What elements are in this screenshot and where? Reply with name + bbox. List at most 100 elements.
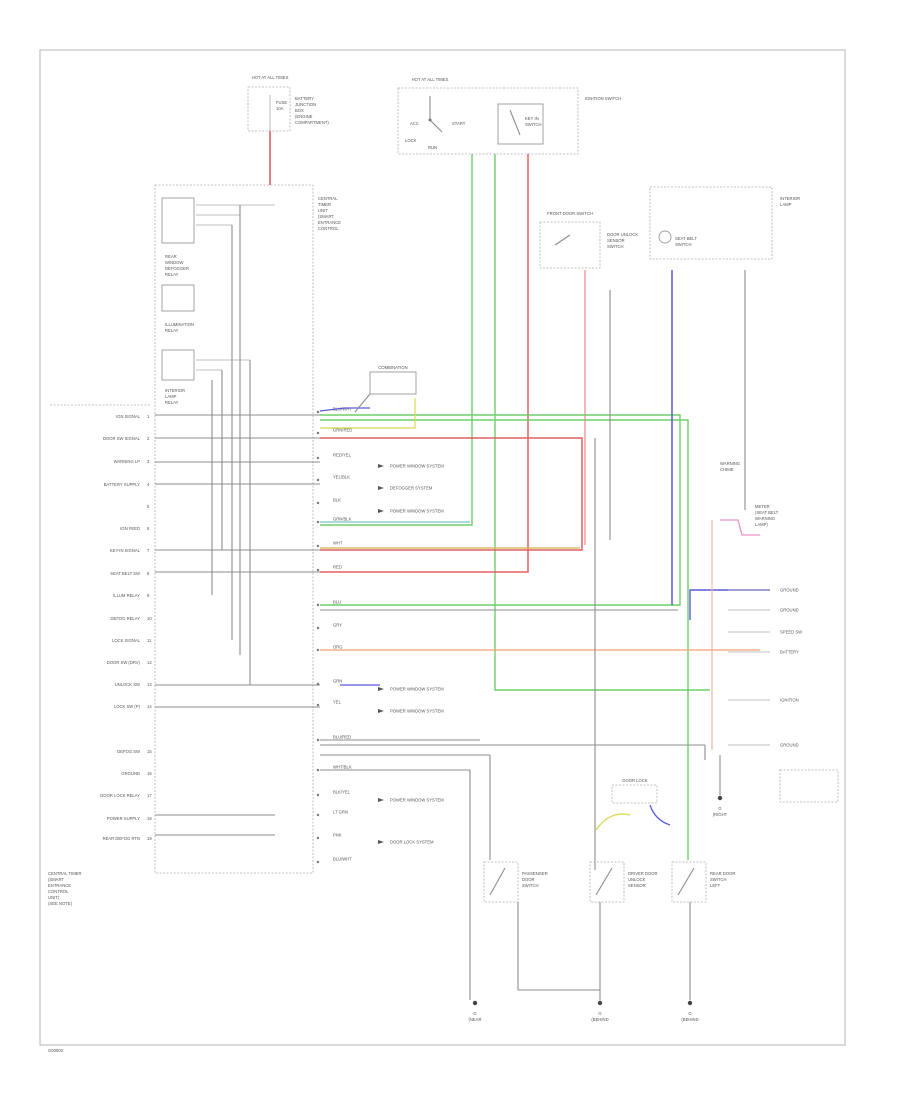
tcm-pin-number: 17 <box>147 793 152 798</box>
svg-text:LAMP: LAMP <box>165 394 177 399</box>
wire-code: BLU/WHT <box>333 857 352 862</box>
svg-text:DOOR UNLOCK: DOOR UNLOCK <box>607 232 638 237</box>
svg-text:KEY IN: KEY IN <box>525 116 539 121</box>
ground-wires <box>472 755 723 1006</box>
svg-text:G: G <box>473 1011 476 1016</box>
svg-text:REAR: REAR <box>165 254 177 259</box>
wire-code: LT GRN <box>333 810 348 815</box>
tcm-pin-label: LOCK SW (P) <box>114 704 141 709</box>
wire-code: GRY <box>333 623 342 628</box>
arrow-icon <box>378 486 384 490</box>
svg-text:RUN: RUN <box>428 145 437 150</box>
connector-pin <box>316 703 320 707</box>
tcm-pin-number: 10 <box>147 616 152 621</box>
svg-text:(BEHIND: (BEHIND <box>591 1017 608 1022</box>
tcm-pin-number: 18 <box>147 816 152 821</box>
tcm-pin-number: 4 <box>147 482 150 487</box>
right-connector-label: GROUND <box>780 743 799 748</box>
svg-text:REAR DOOR: REAR DOOR <box>710 871 735 876</box>
connector-pin <box>316 456 320 460</box>
svg-text:METER: METER <box>755 504 770 509</box>
svg-text:FRONT DOOR SWITCH: FRONT DOOR SWITCH <box>547 211 593 216</box>
tcm-pin-label: ILLUM RELAY <box>113 593 140 598</box>
tcm-pin-label: DEFOG RELAY <box>111 616 141 621</box>
svg-text:DEFOGGER: DEFOGGER <box>165 266 189 271</box>
svg-text:COMBINATION: COMBINATION <box>378 365 407 370</box>
right-connector-label: IGNITION <box>780 698 799 703</box>
connector-pins: BLU/WHTGRN/REDRED/YELYEL/BLKBLKGRN/BLKWH… <box>316 407 352 864</box>
central-timer-unit: CENTRAL TIMER UNIT (SMART ENTRANCE CONTR… <box>154 184 341 874</box>
svg-text:SWITCH: SWITCH <box>675 242 692 247</box>
svg-text:START: START <box>452 121 466 126</box>
right-note <box>779 769 839 803</box>
svg-text:G: G <box>718 806 721 811</box>
connector-pin <box>316 860 320 864</box>
destination-label: POWER WINDOW SYSTEM <box>390 709 444 714</box>
svg-text:CENTRAL TIMER: CENTRAL TIMER <box>48 871 82 876</box>
right-connector-label: GROUND <box>780 588 799 593</box>
wire-green-ign2 <box>494 154 710 691</box>
destination-label: POWER WINDOW SYSTEM <box>390 464 444 469</box>
combination-meter: WARNING CHIME METER (SEAT BELT WARNING L… <box>720 461 779 527</box>
wire-yellow-428 <box>320 398 416 429</box>
svg-text:HOT AT ALL TIMES: HOT AT ALL TIMES <box>412 77 449 82</box>
wire-blue-408 <box>319 407 370 412</box>
arrow-icon <box>378 509 384 513</box>
svg-text:WARNING: WARNING <box>755 516 775 521</box>
diagram-frame <box>39 49 846 1046</box>
svg-text:G: G <box>688 1011 691 1016</box>
tcm-pin-label: POWER SUPPLY <box>107 816 140 821</box>
connector-pin <box>316 478 320 482</box>
wire-code: BLU <box>333 600 341 605</box>
wire-code: BLU/RED <box>333 735 351 740</box>
svg-text:CHIME: CHIME <box>720 467 734 472</box>
tcm-pin-number: 8 <box>147 571 150 576</box>
tcm-pin-number: 1 <box>147 414 150 419</box>
wire-green-420 <box>320 419 689 860</box>
wire-red-438 <box>320 437 583 551</box>
bottom-switches: PASSENGER DOOR SWITCH DRIVER DOOR UNLOCK… <box>483 778 735 903</box>
svg-text:ILLUMINATION: ILLUMINATION <box>165 322 194 327</box>
connector-pin <box>316 768 320 772</box>
tcm-pin-number: 19 <box>147 836 152 841</box>
tcm-pin-label: GROUND <box>121 771 140 776</box>
tcm-pin-label: DOOR LOCK RELAY <box>100 793 140 798</box>
tcm-pin-label: DOOR SW (DRV) <box>107 660 141 665</box>
wire-code: RED/YEL <box>333 453 352 458</box>
svg-text:PASSENGER: PASSENGER <box>522 871 548 876</box>
right-connector-label: BATTERY <box>780 650 799 655</box>
svg-text:(BEHIND: (BEHIND <box>681 1017 698 1022</box>
tcm-pin-label: KEY-IN SIGNAL <box>110 548 141 553</box>
internal-buses <box>211 205 251 685</box>
bottom-note: CENTRAL TIMER (SMART ENTRANCE CONTROL UN… <box>48 871 82 906</box>
svg-text:CENTRAL: CENTRAL <box>318 196 338 201</box>
arrow-icon <box>378 709 384 713</box>
svg-text:ENTRANCE: ENTRANCE <box>48 883 71 888</box>
svg-text:ENTRANCE: ENTRANCE <box>318 220 341 225</box>
tcm-pin-number: 11 <box>147 638 152 643</box>
svg-text:SWITCH: SWITCH <box>710 877 727 882</box>
svg-text:ACC: ACC <box>410 121 419 126</box>
wire-code: BLU/WHT <box>333 407 352 412</box>
wire-code: GRN/BLK <box>333 517 352 522</box>
tcm-pin-number: 3 <box>147 459 150 464</box>
svg-text:SWITCH: SWITCH <box>525 122 542 127</box>
svg-text:COMPARTMENT): COMPARTMENT) <box>295 120 329 125</box>
connector-pin <box>316 793 320 797</box>
connector-pin <box>316 568 320 572</box>
svg-text:UNIT: UNIT <box>318 208 328 213</box>
svg-text:CONTROL: CONTROL <box>48 889 69 894</box>
svg-text:DRIVER DOOR: DRIVER DOOR <box>628 871 658 876</box>
svg-text:SENSOR: SENSOR <box>628 883 646 888</box>
wire-blue-bottom <box>649 804 671 826</box>
svg-text:DOOR LOCK: DOOR LOCK <box>622 778 647 783</box>
svg-text:LAMP: LAMP <box>780 202 792 207</box>
svg-text:G: G <box>598 1011 601 1016</box>
destination-label: POWER WINDOW SYSTEM <box>390 509 444 514</box>
svg-text:(SMART: (SMART <box>318 214 334 219</box>
svg-text:RELAY: RELAY <box>165 272 179 277</box>
svg-text:WARNING: WARNING <box>720 461 740 466</box>
svg-text:JUNCTION: JUNCTION <box>295 102 316 107</box>
